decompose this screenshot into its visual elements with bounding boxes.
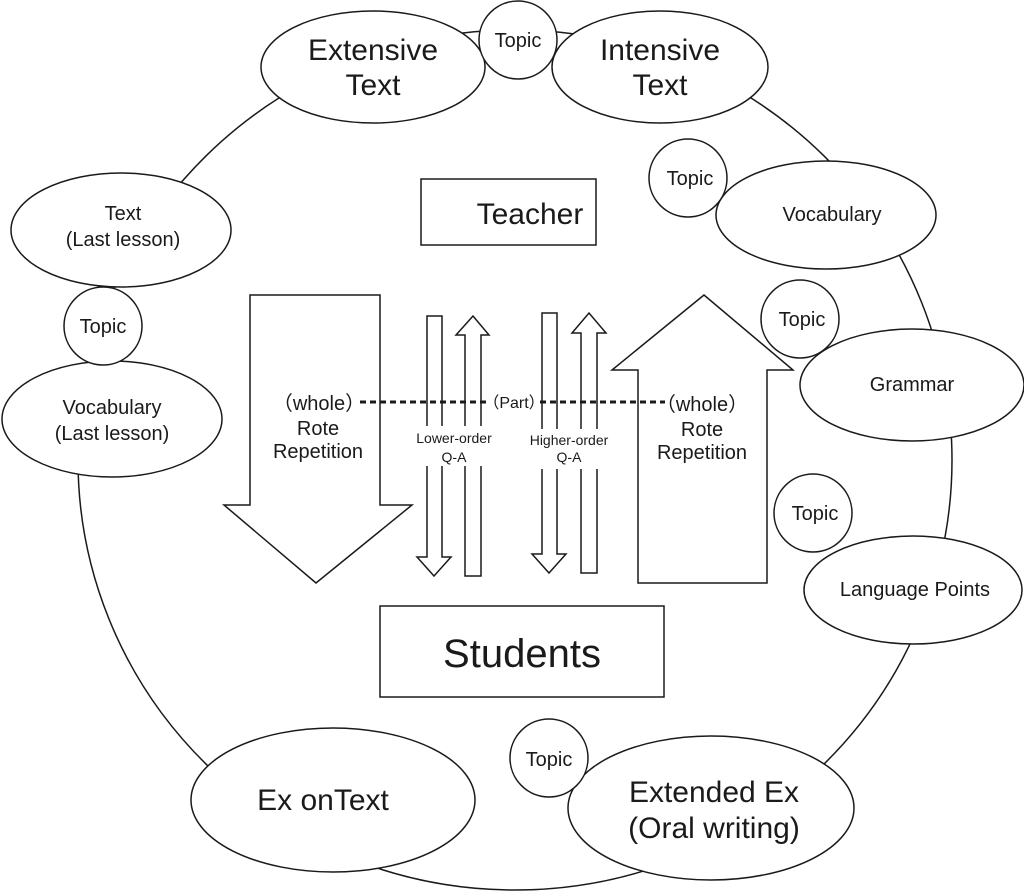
node-grammar: Grammar	[799, 328, 1024, 442]
lower-qa-label-bg	[418, 426, 496, 466]
right-repetition-label: Repetition	[657, 442, 747, 464]
lower-qa-label: Q-A	[442, 449, 468, 465]
node-label: (Last lesson)	[55, 423, 170, 445]
node-vocabulary: Vocabulary	[715, 160, 937, 270]
topic-circle: Topic	[773, 473, 853, 553]
node-label: Ex onText	[257, 784, 389, 817]
up-arrow-whole	[609, 294, 796, 584]
students-label: Students	[443, 632, 601, 676]
node-label: Text	[105, 203, 142, 225]
topic-label: Topic	[526, 749, 573, 771]
down-arrow-whole	[221, 294, 415, 584]
topic-label: Topic	[792, 503, 839, 525]
node-label: (Last lesson)	[66, 229, 181, 251]
node-label: Language Points	[840, 579, 990, 601]
topic-circle: Topic	[760, 279, 840, 359]
node-label: Text	[632, 69, 688, 102]
topic-circle: Topic	[63, 286, 143, 366]
topic-circle: Topic	[509, 718, 589, 798]
topic-label: Topic	[495, 30, 542, 52]
left-rote-label: Rote	[297, 418, 339, 440]
higher-qa-label-bg	[524, 429, 618, 469]
node-label: Extensive	[308, 34, 438, 67]
node-label: Vocabulary	[63, 397, 162, 419]
topic-label: Topic	[80, 316, 127, 338]
teacher-label: Teacher	[477, 198, 584, 231]
right-rote-label: Rote	[681, 419, 723, 441]
node-label: Vocabulary	[783, 204, 882, 226]
node-intensive-text: Intensive Text	[551, 10, 769, 124]
topic-circle: Topic	[478, 0, 558, 80]
students-box: Students	[379, 605, 665, 698]
teacher-box: Teacher	[420, 178, 597, 246]
higher-qa-label: Q-A	[557, 449, 583, 465]
node-ex-on-text: Ex onText	[190, 727, 476, 873]
node-label: Extended Ex	[629, 776, 799, 809]
lower-qa-label: Lower-order	[416, 430, 492, 446]
node-label: (Oral writing)	[628, 812, 800, 845]
higher-qa-label: Higher-order	[530, 432, 609, 448]
node-label: Intensive	[600, 34, 720, 67]
topic-label: Topic	[779, 309, 826, 331]
node-text-last-lesson: Text (Last lesson)	[10, 172, 232, 288]
left-whole-label: （whole）	[273, 392, 365, 415]
node-label: Text	[345, 69, 401, 102]
node-label: Grammar	[870, 374, 955, 396]
node-extended-ex: Extended Ex (Oral writing)	[567, 735, 855, 881]
left-repetition-label: Repetition	[273, 441, 363, 463]
node-extensive-text: Extensive Text	[260, 10, 486, 124]
topic-circle: Topic	[648, 138, 728, 218]
node-vocabulary-last-lesson: Vocabulary (Last lesson)	[1, 360, 223, 478]
part-label: （Part）	[483, 394, 544, 412]
right-whole-label: （whole）	[656, 393, 748, 416]
topic-label: Topic	[667, 168, 714, 190]
node-language-points: Language Points	[803, 535, 1023, 645]
